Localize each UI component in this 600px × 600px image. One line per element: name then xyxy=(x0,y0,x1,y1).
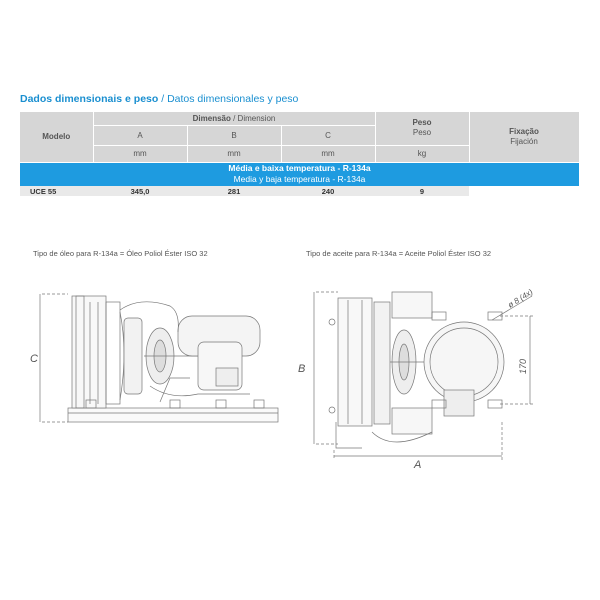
dim-a-label: A xyxy=(413,459,421,471)
header-dimensao: Dimensão / Dimension xyxy=(93,112,376,126)
title-normal: Datos dimensionales y peso xyxy=(167,93,299,105)
temperature-band: Média e baixa temperatura - R-134a Media… xyxy=(20,162,579,186)
unit-top-view-drawing: B A 170 ø 8 (4x) xyxy=(298,287,535,471)
hole-label: ø 8 (4x) xyxy=(506,287,534,309)
spec-table: Modelo Dimensão / Dimension Peso Peso Fi… xyxy=(20,112,580,196)
unit-side-view-drawing: C xyxy=(30,293,279,423)
table-row: UCE 55 345,0 281 240 9 xyxy=(20,186,579,196)
header-col-b: B xyxy=(187,125,282,146)
band-es: Media y baja temperatura - R-134a xyxy=(233,174,366,185)
cell-peso: 9 xyxy=(375,186,469,196)
dim-b-label: B xyxy=(298,363,305,375)
header-peso-es: Peso xyxy=(412,128,432,138)
cell-c: 240 xyxy=(281,186,375,196)
unit-c: mm xyxy=(281,145,376,163)
caption-left: Tipo de óleo para R-134a = Óleo Poliol É… xyxy=(33,249,208,258)
caption-right: Tipo de aceite para R-134a = Aceite Poli… xyxy=(306,249,492,258)
cell-fixacao xyxy=(469,186,579,196)
cell-model: UCE 55 xyxy=(20,186,93,196)
header-fixacao: Fixação Fijación xyxy=(469,112,580,163)
header-dimensao-normal: / Dimension xyxy=(230,113,276,123)
header-col-a: A xyxy=(93,125,188,146)
unit-a: mm xyxy=(93,145,188,163)
header-dimensao-bold: Dimensão xyxy=(192,113,231,123)
band-pt: Média e baixa temperatura - R-134a xyxy=(228,163,371,174)
title-sep: / xyxy=(158,93,168,105)
header-fixacao-pt: Fixação xyxy=(509,126,539,136)
title-bold: Dados dimensionais e peso xyxy=(20,93,159,105)
header-col-c: C xyxy=(281,125,376,146)
cell-a: 345,0 xyxy=(93,186,187,196)
header-peso: Peso Peso xyxy=(375,112,470,146)
header-peso-pt: Peso xyxy=(412,118,432,128)
dim-170-label: 170 xyxy=(518,359,528,374)
unit-peso: kg xyxy=(375,145,470,163)
section-title: Dados dimensionais e peso / Datos dimens… xyxy=(20,93,298,105)
cell-b: 281 xyxy=(187,186,281,196)
dim-c-label: C xyxy=(30,353,38,365)
header-fixacao-es: Fijación xyxy=(510,136,538,146)
unit-b: mm xyxy=(187,145,282,163)
header-modelo: Modelo xyxy=(20,112,94,163)
